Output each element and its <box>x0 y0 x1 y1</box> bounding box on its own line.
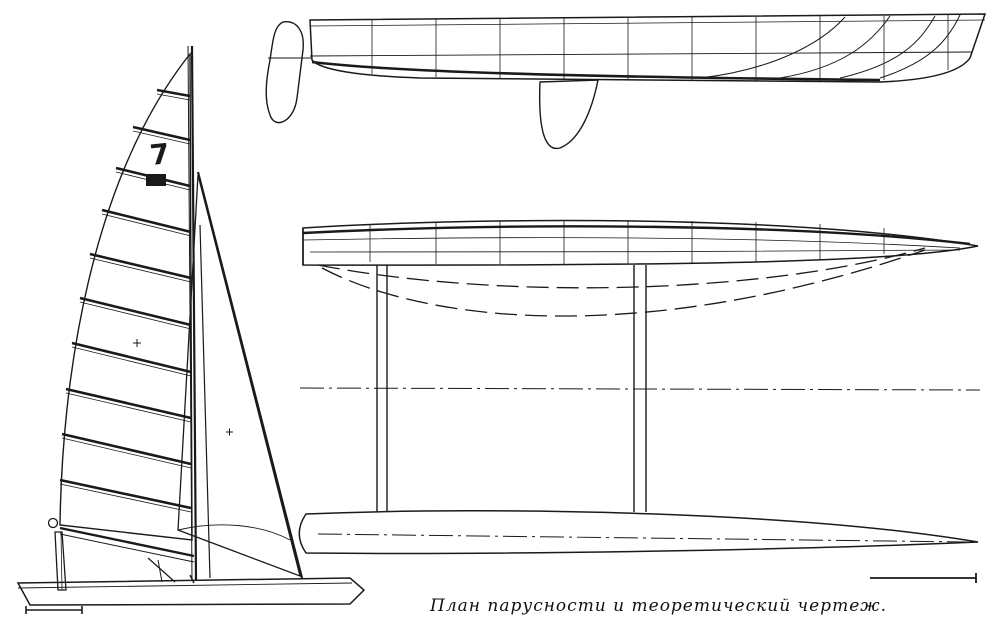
mainsail-centre-mark <box>133 339 141 347</box>
side-hull-outline <box>309 13 987 83</box>
sail-number: 7 <box>148 137 172 172</box>
hull-side-elevation <box>265 13 987 150</box>
lower-hull-centre-line <box>317 533 969 543</box>
rudder-blade <box>265 21 304 124</box>
jib-centre-mark <box>226 428 233 436</box>
mast <box>190 45 198 581</box>
boom <box>59 526 195 558</box>
waterline-curves <box>317 247 926 317</box>
sail-plan <box>16 45 366 606</box>
forestay <box>196 171 304 579</box>
centreboard <box>538 79 599 150</box>
rudder-head <box>47 517 59 529</box>
side-station-lines <box>371 15 949 82</box>
hull-half-breadth-plan <box>298 219 981 555</box>
upper-station-lines <box>369 220 885 264</box>
mainsail-battens <box>59 88 192 510</box>
drawing-caption: План парусности и теоретический чертеж. <box>430 596 887 616</box>
scale-bar-left <box>25 606 83 614</box>
lower-hull-outline <box>298 510 979 555</box>
mainsail-outline <box>59 52 193 541</box>
sail-emblem <box>146 174 166 186</box>
shroud <box>199 224 211 579</box>
side-buttock-curves <box>699 14 961 79</box>
upper-hull-outline <box>302 219 979 266</box>
centre-line <box>299 387 981 391</box>
scale-bar-right <box>870 573 977 583</box>
hull-profile <box>16 577 366 606</box>
